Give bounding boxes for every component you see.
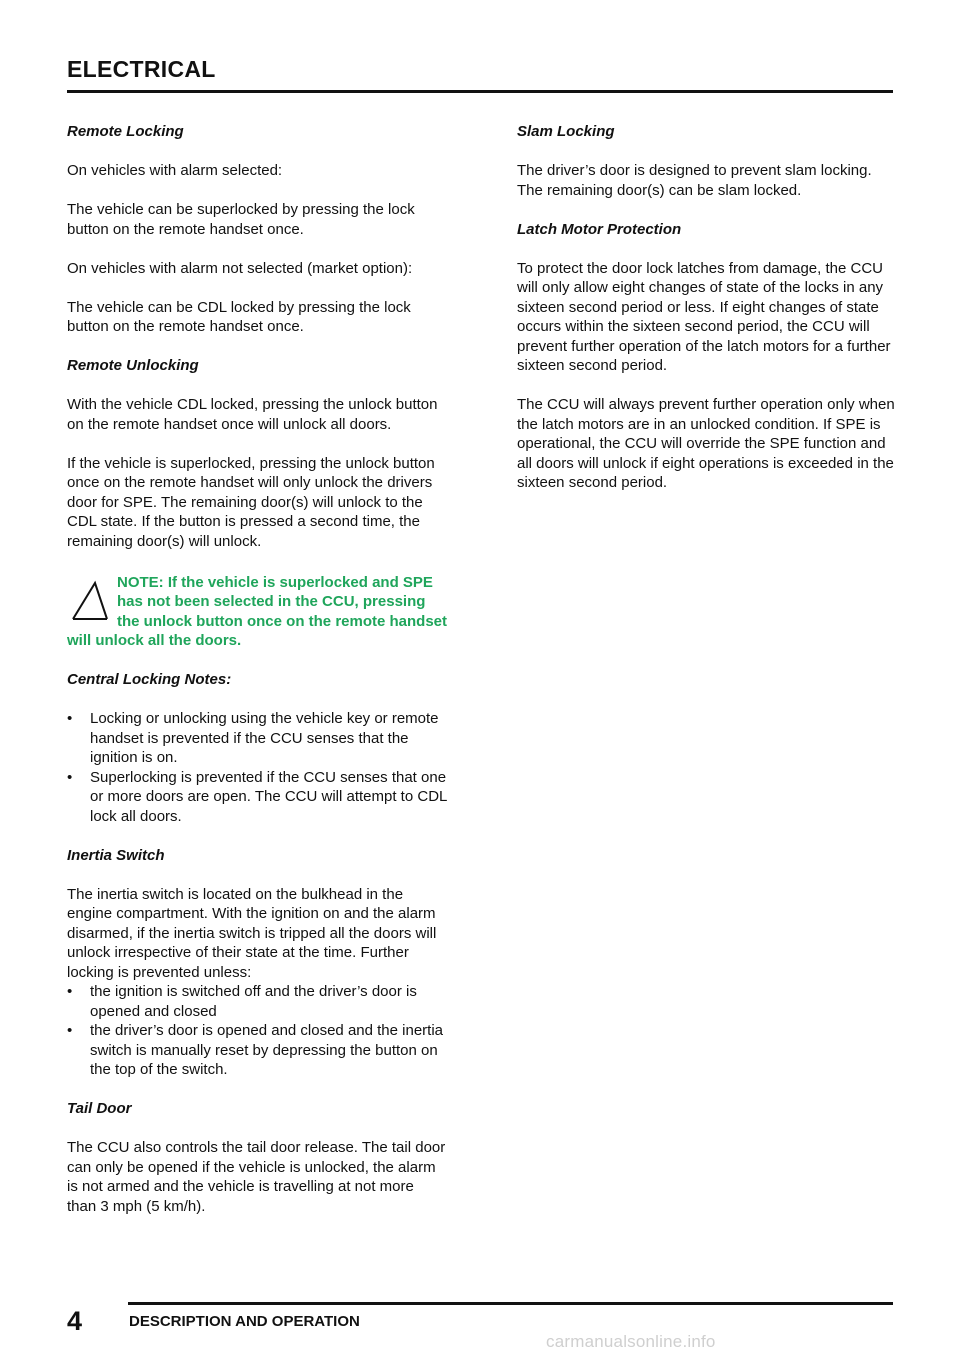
heading-tail-door: Tail Door	[67, 1100, 132, 1117]
heading-inertia-switch: Inertia Switch	[67, 846, 165, 864]
heading-remote-unlocking: Remote Unlocking	[67, 357, 199, 374]
page-number: 4	[67, 1306, 83, 1336]
footer-section-label: DESCRIPTION AND OPERATION	[129, 1313, 360, 1330]
list-item: •the ignition is switched off and the dr…	[67, 983, 417, 1020]
paragraph: On vehicles with alarm selected:	[67, 162, 283, 179]
bullet-icon: •	[67, 710, 73, 727]
note-text: NOTE: If the vehicle is superlocked and …	[67, 573, 448, 650]
list-central-locking-notes: •Locking or unlocking using the vehicle …	[67, 709, 447, 826]
list-item: •the driver’s door is opened and closed …	[67, 1022, 444, 1078]
note-block: NOTE: If the vehicle is superlocked and …	[67, 571, 447, 651]
list-item: •Superlocking is prevented if the CCU se…	[67, 768, 447, 825]
page-header-title: ELECTRICAL	[67, 56, 216, 82]
paragraph: The vehicle can be CDL locked by pressin…	[67, 298, 411, 336]
list-item: •Locking or unlocking using the vehicle …	[67, 710, 439, 766]
left-column: Remote Locking On vehicles with alarm se…	[67, 122, 447, 1236]
header-rule	[67, 90, 893, 93]
paragraph: On vehicles with alarm not selected (mar…	[67, 259, 413, 277]
bullet-icon: •	[67, 768, 73, 786]
right-column: Slam Locking The driver’s door is design…	[517, 122, 897, 512]
paragraph: The vehicle can be superlocked by pressi…	[67, 201, 415, 238]
paragraph: To protect the door lock latches from da…	[517, 259, 891, 375]
warning-triangle-icon	[72, 580, 108, 620]
heading-remote-locking: Remote Locking	[67, 123, 184, 140]
heading-central-locking-notes: Central Locking Notes:	[67, 671, 232, 688]
bullet-icon: •	[67, 983, 73, 1000]
paragraph: With the vehicle CDL locked, pressing th…	[67, 396, 438, 433]
bullet-icon: •	[67, 1022, 73, 1039]
paragraph: If the vehicle is superlocked, pressing …	[67, 454, 435, 550]
footer-rule	[128, 1302, 893, 1305]
list-inertia-switch: •the ignition is switched off and the dr…	[67, 982, 447, 1080]
paragraph: The CCU also controls the tail door rele…	[67, 1139, 446, 1215]
heading-slam-locking: Slam Locking	[517, 123, 615, 140]
watermark-text: carmanualsonline.info	[546, 1332, 716, 1351]
paragraph: The CCU will always prevent further oper…	[517, 396, 895, 491]
paragraph: The driver’s door is designed to prevent…	[517, 162, 872, 199]
paragraph: The inertia switch is located on the bul…	[67, 885, 437, 981]
heading-latch-motor-protection: Latch Motor Protection	[517, 220, 682, 238]
